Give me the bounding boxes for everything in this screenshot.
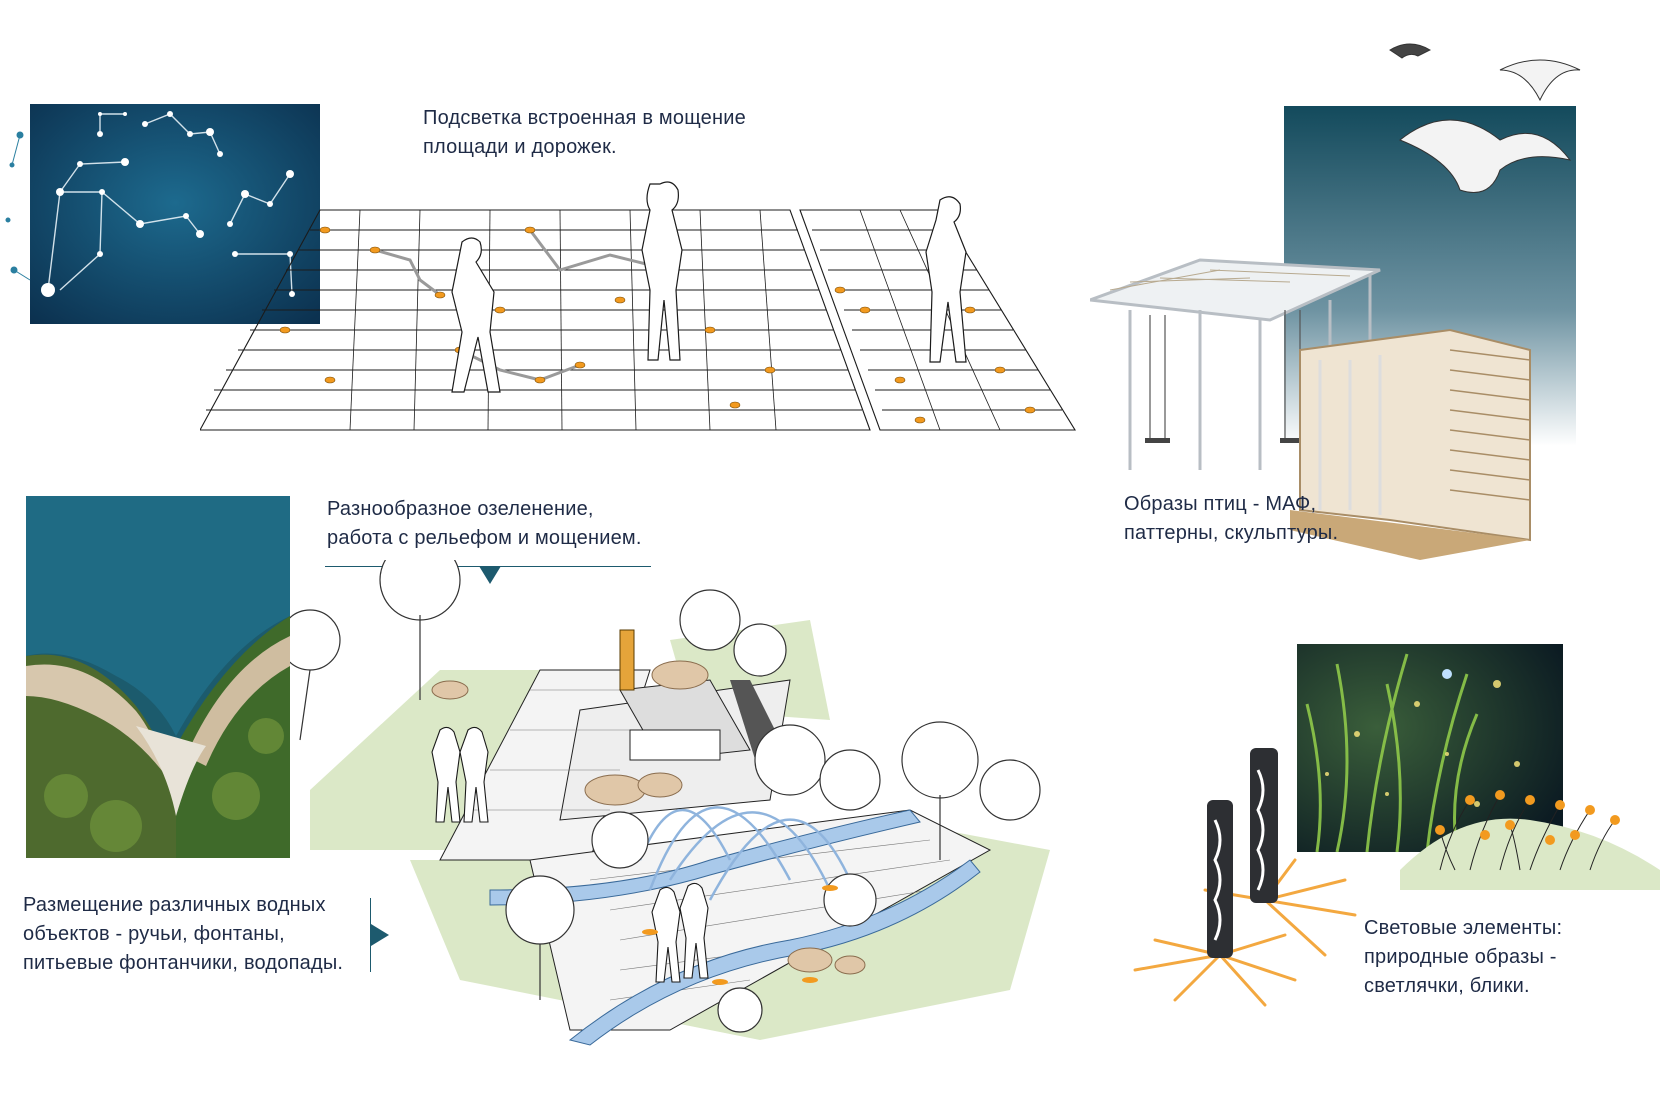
caption-light-elements-line2: природные образы - bbox=[1364, 946, 1557, 968]
light-bollards-illustration bbox=[1133, 748, 1357, 1007]
caption-water-line3: питьевые фонтанчики, водопады. bbox=[23, 952, 344, 974]
aerial-coast-photo bbox=[26, 496, 290, 858]
caption-water-divider bbox=[370, 898, 371, 972]
caption-birds-line1: Образы птиц - МАФ, bbox=[1124, 493, 1317, 515]
paving-lighting-illustration bbox=[200, 181, 1076, 431]
caption-greening-line1: Разнообразное озеленение, bbox=[327, 498, 594, 520]
triangle-down-icon bbox=[479, 566, 501, 584]
caption-water: Размещение различных водных объектов - р… bbox=[23, 891, 343, 978]
landscape-water-illustration bbox=[290, 560, 1050, 1046]
caption-greening: Разнообразное озеленение, работа с релье… bbox=[327, 495, 642, 553]
seagull-icon bbox=[1389, 43, 1581, 193]
caption-lighting-paving-line2: площади и дорожек. bbox=[423, 136, 617, 158]
constellation-photo bbox=[30, 104, 320, 324]
caption-light-elements-line3: светлячки, блики. bbox=[1364, 975, 1530, 997]
caption-birds: Образы птиц - МАФ, паттерны, скульптуры. bbox=[1124, 490, 1338, 548]
caption-birds-line2: паттерны, скульптуры. bbox=[1124, 522, 1339, 544]
caption-water-line2: объектов - ручьи, фонтаны, bbox=[23, 923, 285, 945]
fireflies-grass-photo bbox=[1297, 644, 1563, 852]
caption-greening-line2: работа с рельефом и мощением. bbox=[327, 527, 642, 549]
caption-lighting-paving-line1: Подсветка встроенная в мощение bbox=[423, 107, 746, 129]
bird-and-pergola-illustration bbox=[1090, 43, 1581, 560]
caption-light-elements-line1: Световые элементы: bbox=[1364, 917, 1563, 939]
triangle-right-icon bbox=[371, 924, 389, 946]
caption-lighting-paving: Подсветка встроенная в мощение площади и… bbox=[423, 104, 746, 162]
firefly-hill-illustration bbox=[1400, 790, 1660, 890]
caption-light-elements: Световые элементы: природные образы - св… bbox=[1364, 914, 1562, 1001]
caption-water-line1: Размещение различных водных bbox=[23, 894, 326, 916]
constellation-edge-stars bbox=[5, 131, 31, 281]
